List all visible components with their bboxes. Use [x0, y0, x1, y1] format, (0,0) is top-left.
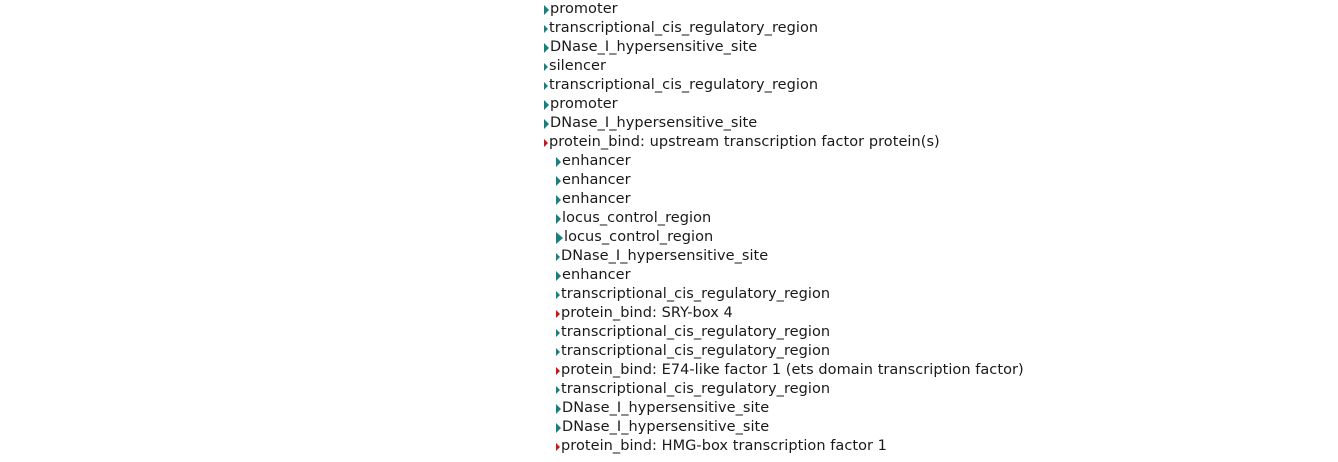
triangle-right-icon[interactable] [544, 24, 548, 33]
feature-row[interactable]: DNase_I_hypersensitive_site [0, 38, 1338, 57]
triangle-right-icon[interactable] [556, 252, 560, 261]
feature-label: enhancer [562, 191, 631, 207]
feature-row[interactable]: transcriptional_cis_regulatory_region [0, 285, 1338, 304]
feature-row[interactable]: enhancer [0, 152, 1338, 171]
feature-row[interactable]: protein_bind: upstream transcription fac… [0, 133, 1338, 152]
triangle-right-icon[interactable] [556, 442, 560, 451]
feature-label: transcriptional_cis_regulatory_region [561, 343, 831, 359]
feature-label: DNase_I_hypersensitive_site [562, 419, 770, 435]
feature-row[interactable]: locus_control_region [0, 209, 1338, 228]
feature-label: enhancer [562, 153, 631, 169]
feature-row[interactable]: DNase_I_hypersensitive_site [0, 114, 1338, 133]
feature-row[interactable]: protein_bind: HMG-box transcription fact… [0, 437, 1338, 456]
feature-label: locus_control_region [562, 210, 712, 226]
feature-label: protein_bind: HMG-box transcription fact… [561, 438, 887, 454]
triangle-right-icon[interactable] [556, 385, 560, 394]
feature-row[interactable]: transcriptional_cis_regulatory_region [0, 323, 1338, 342]
feature-label: transcriptional_cis_regulatory_region [561, 381, 831, 397]
triangle-right-icon[interactable] [556, 403, 561, 414]
feature-label: transcriptional_cis_regulatory_region [549, 20, 819, 36]
feature-label: promoter [550, 96, 618, 112]
triangle-right-icon[interactable] [544, 81, 548, 90]
feature-row[interactable]: DNase_I_hypersensitive_site [0, 418, 1338, 437]
feature-label: DNase_I_hypersensitive_site [550, 115, 758, 131]
triangle-right-icon[interactable] [556, 290, 560, 299]
feature-label: protein_bind: upstream transcription fac… [549, 134, 940, 150]
feature-row[interactable]: transcriptional_cis_regulatory_region [0, 380, 1338, 399]
feature-row[interactable]: enhancer [0, 171, 1338, 190]
feature-row[interactable]: transcriptional_cis_regulatory_region [0, 76, 1338, 95]
triangle-right-icon[interactable] [544, 4, 549, 15]
feature-label: DNase_I_hypersensitive_site [562, 400, 770, 416]
feature-row[interactable]: transcriptional_cis_regulatory_region [0, 19, 1338, 38]
triangle-right-icon[interactable] [556, 366, 560, 375]
triangle-right-icon[interactable] [544, 62, 548, 71]
triangle-right-icon[interactable] [556, 422, 561, 433]
feature-row[interactable]: promoter [0, 0, 1338, 19]
feature-label: DNase_I_hypersensitive_site [550, 39, 758, 55]
triangle-right-icon[interactable] [544, 99, 549, 110]
feature-label: transcriptional_cis_regulatory_region [549, 77, 819, 93]
feature-row[interactable]: protein_bind: E74-like factor 1 (ets dom… [0, 361, 1338, 380]
feature-label: locus_control_region [564, 229, 714, 245]
feature-label: transcriptional_cis_regulatory_region [561, 286, 831, 302]
triangle-right-icon[interactable] [544, 118, 549, 129]
feature-row[interactable]: silencer [0, 57, 1338, 76]
feature-label: DNase_I_hypersensitive_site [561, 248, 769, 264]
feature-row[interactable]: protein_bind: SRY-box 4 [0, 304, 1338, 323]
triangle-right-icon[interactable] [556, 156, 561, 167]
triangle-right-icon[interactable] [544, 42, 549, 53]
feature-row[interactable]: transcriptional_cis_regulatory_region [0, 342, 1338, 361]
triangle-right-icon[interactable] [544, 138, 548, 147]
triangle-right-icon[interactable] [556, 328, 560, 337]
feature-row[interactable]: enhancer [0, 190, 1338, 209]
feature-label: protein_bind: E74-like factor 1 (ets dom… [561, 362, 1024, 378]
triangle-right-icon[interactable] [556, 213, 561, 224]
feature-label: protein_bind: SRY-box 4 [561, 305, 733, 321]
triangle-right-icon[interactable] [556, 175, 561, 186]
feature-row[interactable]: DNase_I_hypersensitive_site [0, 247, 1338, 266]
feature-label: promoter [550, 1, 618, 17]
feature-label: silencer [549, 58, 606, 74]
feature-row[interactable]: locus_control_region [0, 228, 1338, 247]
feature-label: enhancer [562, 172, 631, 188]
feature-row[interactable]: DNase_I_hypersensitive_site [0, 399, 1338, 418]
feature-label: transcriptional_cis_regulatory_region [561, 324, 831, 340]
triangle-right-icon[interactable] [556, 270, 561, 281]
feature-row[interactable]: promoter [0, 95, 1338, 114]
triangle-right-icon[interactable] [556, 309, 560, 318]
feature-row[interactable]: enhancer [0, 266, 1338, 285]
triangle-right-icon[interactable] [556, 347, 560, 356]
feature-label: enhancer [562, 267, 631, 283]
triangle-right-icon[interactable] [556, 231, 563, 244]
triangle-right-icon[interactable] [556, 194, 561, 205]
